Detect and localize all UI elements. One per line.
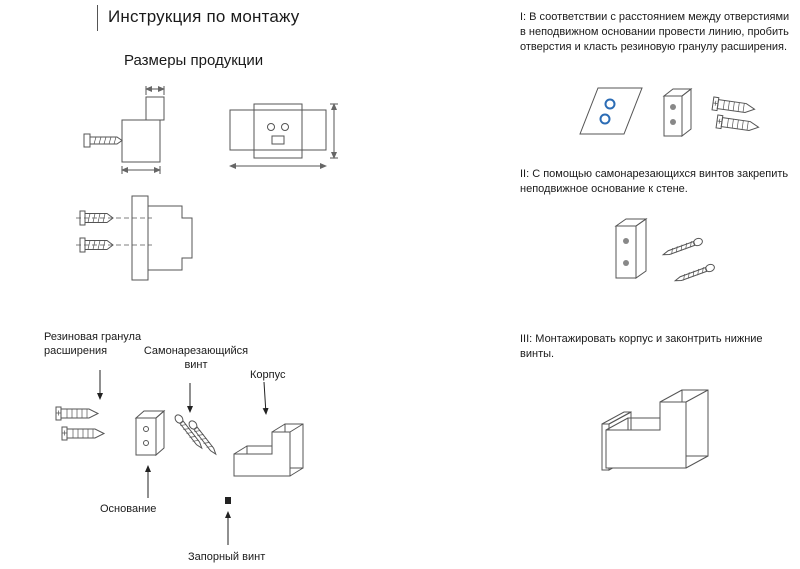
- section-view-drawing: [76, 195, 193, 281]
- exploded-dowel-1: [55, 406, 99, 421]
- label-self-tapping-screw: Самонарезающийся винт: [143, 345, 249, 372]
- lock-screw-drawing: [225, 497, 231, 504]
- label-base: Основание: [100, 503, 157, 515]
- step3-wallplate-drawing: [601, 411, 632, 471]
- side-view-drawing: [83, 86, 165, 174]
- exploded-arrows: [97, 370, 269, 545]
- section-title-dimensions: Размеры продукции: [124, 52, 264, 69]
- label-body: Корпус: [250, 369, 286, 381]
- exploded-body-drawing: [233, 423, 304, 477]
- step1-dowel-1: [711, 96, 756, 117]
- step3-illustration: [601, 389, 709, 471]
- step2-base-drawing: [614, 218, 648, 279]
- drill-template-drawing: [579, 87, 643, 135]
- exploded-screw-2: [186, 418, 220, 457]
- exploded-base-drawing: [134, 409, 166, 457]
- step-1-text: I: В соответствии с расстоянием между от…: [520, 11, 790, 54]
- title-rule: [97, 5, 98, 31]
- exploded-diagram: [55, 370, 304, 545]
- step1-dowel-2: [715, 114, 760, 135]
- front-view-drawing: [229, 103, 338, 169]
- step3-body-drawing: [605, 389, 709, 469]
- step1-illustration: [579, 87, 760, 138]
- step-3-text: III: Монтажировать корпус и законтрить н…: [520, 333, 763, 361]
- step1-base-drawing: [662, 87, 693, 138]
- exploded-dowel-2: [61, 426, 105, 441]
- label-lock-screw: Запорный винт: [188, 551, 266, 563]
- exploded-screw-1: [172, 412, 206, 451]
- step2-screw-1: [661, 236, 704, 259]
- template-hole-2: [599, 113, 611, 125]
- step2-illustration: [614, 218, 716, 285]
- step-2-text: II: С помощью самонарезающихся винтов за…: [520, 168, 789, 196]
- label-rubber-dowel: Резиновая гранула расширения: [44, 331, 142, 358]
- document-title: Инструкция по монтажу: [108, 7, 300, 26]
- step2-screw-2: [673, 262, 716, 285]
- template-hole-1: [604, 98, 616, 110]
